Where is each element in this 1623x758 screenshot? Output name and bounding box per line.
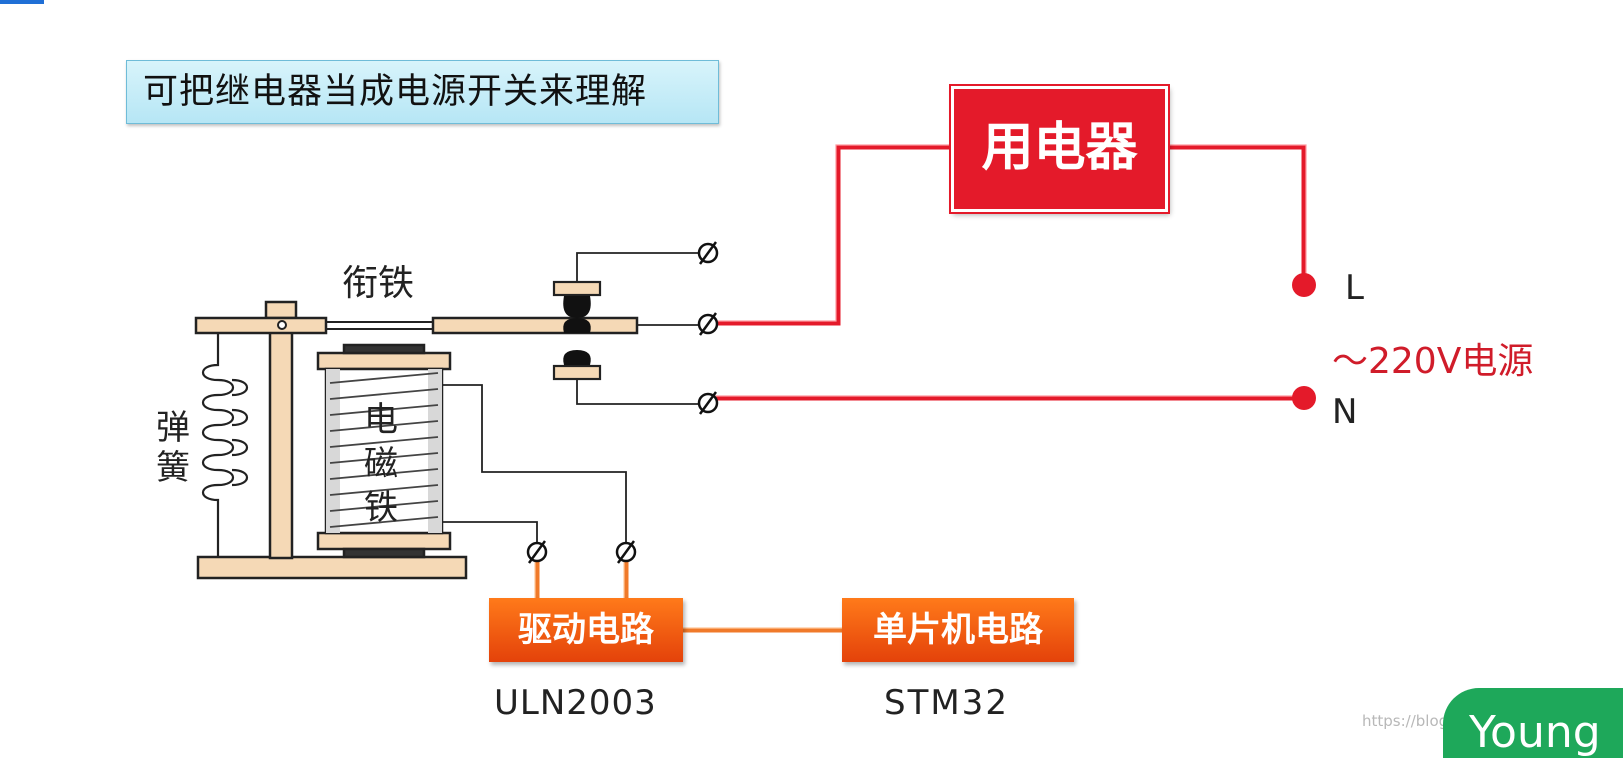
wire-contact-to-appliance [705,144,953,326]
wire-appliance-to-live [1168,144,1307,285]
armature-left [194,316,328,335]
spring-label-1: 弹 [156,408,190,448]
contact-points [563,296,591,365]
title-box: 可把继电器当成电源开关来理解 [126,60,719,124]
electromagnet-label-3: 铁 [364,488,398,528]
power-source-label: ～220V电源 [1332,341,1534,382]
young-badge: Young [1443,688,1623,758]
live-terminal [1292,273,1316,297]
mains-wiring-highlight [705,144,1307,397]
mcu-circuit-box: 单片机电路 [842,598,1074,662]
control-wiring [534,556,842,633]
relay-post [268,302,294,560]
spring-label-2: 簧 [156,448,190,488]
electromagnet-label-2: 磁 [364,444,398,484]
electromagnet-label-1: 电 [364,400,398,440]
driver-chip-label: ULN2003 [494,683,657,723]
armature-label: 衔铁 [342,263,415,304]
neutral-terminal [1292,386,1316,410]
armature-pivot [277,320,287,330]
mains-wiring [705,144,1307,401]
appliance-box: 用电器 [949,84,1170,214]
contact-wires [576,252,705,405]
relay-base [196,555,468,580]
armature-right [431,316,639,335]
coil-leads [442,384,627,548]
live-label: L [1345,268,1364,308]
corner-tab [0,0,44,4]
neutral-label: N [1332,392,1358,432]
post-cap [264,300,298,320]
mcu-chip-label: STM32 [884,683,1009,723]
coil-windings [329,372,439,528]
spring-icon [201,333,249,557]
driver-circuit-box: 驱动电路 [489,598,683,662]
